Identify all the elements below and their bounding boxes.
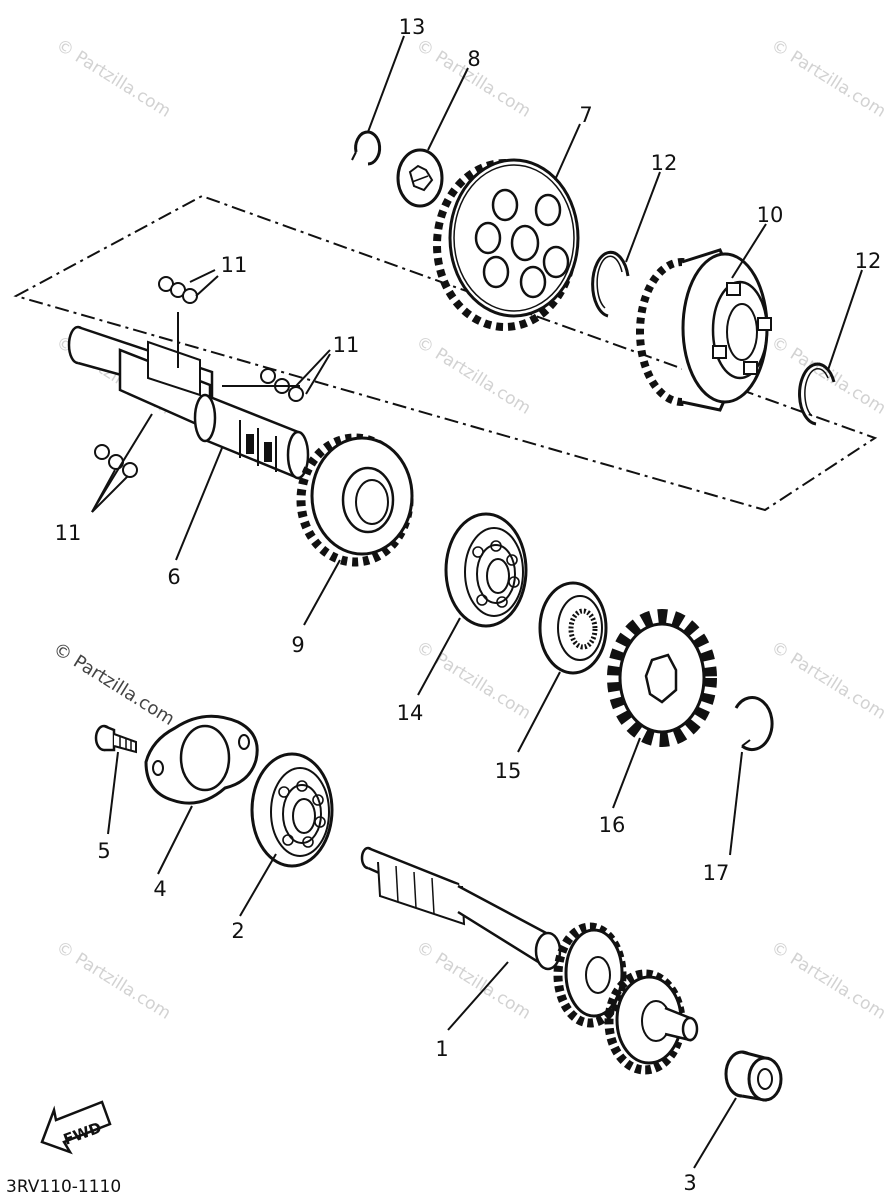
part-5-bolt (94, 724, 137, 754)
callout-15: 15 (495, 759, 522, 783)
callout-11-middle: 11 (333, 333, 360, 357)
callout-11-bottom: 11 (55, 521, 82, 545)
callout-labels: 13 8 7 12 10 12 11 11 11 6 9 14 15 16 17… (55, 15, 882, 1195)
part-8-washer (396, 148, 444, 208)
leader-lines (91, 35, 863, 1169)
watermark-3: © Partzilla.com (767, 35, 889, 121)
part-12-circlip-upper (591, 250, 630, 318)
part-15-oil-seal (538, 581, 608, 675)
assembly-boundary (13, 194, 878, 512)
part-4-plate (144, 714, 259, 805)
part-9-gear (296, 433, 414, 567)
part-17-circlip (734, 696, 774, 751)
part-11-balls-top (158, 276, 198, 304)
callout-16: 16 (599, 813, 626, 837)
part-3-collar (724, 1050, 783, 1102)
part-6-shaft (67, 325, 310, 480)
watermark-dark: © Partzilla.com (49, 638, 178, 729)
callout-10: 10 (757, 203, 784, 227)
callout-1: 1 (435, 1037, 448, 1061)
callout-6: 6 (167, 565, 180, 589)
watermark-11: © Partzilla.com (767, 937, 889, 1023)
part-7-gear (433, 158, 580, 331)
part-10-gear (636, 248, 772, 412)
callout-7: 7 (579, 103, 592, 127)
watermark-10: © Partzilla.com (412, 937, 534, 1023)
watermark-7: © Partzilla.com (412, 637, 534, 723)
watermark-8: © Partzilla.com (767, 637, 889, 723)
callout-11-top: 11 (221, 253, 248, 277)
callout-14: 14 (397, 701, 424, 725)
part-2-bearing (250, 752, 334, 868)
callout-3: 3 (683, 1171, 696, 1195)
callout-8: 8 (467, 47, 480, 71)
part-1-main-axle (360, 846, 699, 1075)
callout-17: 17 (703, 861, 730, 885)
callout-13: 13 (399, 15, 426, 39)
callout-5: 5 (97, 839, 110, 863)
part-13-circlip (351, 130, 382, 166)
watermark-9: © Partzilla.com (52, 937, 174, 1023)
fwd-direction-arrow: FWD (40, 1100, 112, 1155)
part-14-bearing (444, 512, 528, 628)
callout-2: 2 (231, 919, 244, 943)
part-12-circlip-lower (798, 362, 836, 426)
watermark-5: © Partzilla.com (412, 332, 534, 418)
callout-12-upper: 12 (651, 151, 678, 175)
callout-4: 4 (153, 877, 166, 901)
diagram-code: 3RV110-1110 (6, 1177, 121, 1197)
callout-12-lower: 12 (855, 249, 882, 273)
callout-9: 9 (291, 633, 304, 657)
part-16-sprocket (607, 609, 717, 747)
watermark-1: © Partzilla.com (52, 35, 174, 121)
